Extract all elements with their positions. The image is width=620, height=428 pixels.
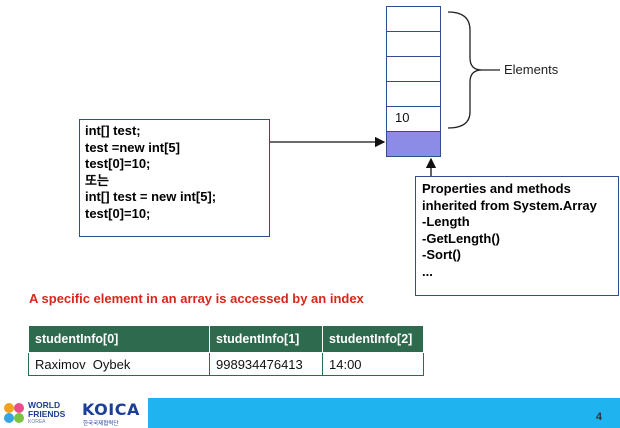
prop-line: Properties and methods <box>422 181 571 196</box>
array-cell-value: 10 <box>395 110 410 125</box>
array-memory-stack: 10 <box>386 6 441 157</box>
prop-line: inherited from System.Array <box>422 197 597 213</box>
prop-line: -Sort() <box>422 247 461 262</box>
array-reference-cell <box>386 131 441 157</box>
index-access-caption: A specific element in an array is access… <box>29 291 364 306</box>
koica-logo-sub: 한국국제협력단 <box>83 421 119 427</box>
code-line: test[0]=10; <box>85 205 151 221</box>
world-friends-logo-sub: KOREA <box>28 419 46 425</box>
elements-label: Elements <box>504 62 559 77</box>
code-line: 또는 <box>85 172 109 188</box>
table-header-cell: studentInfo[2] <box>322 325 424 353</box>
code-line: test =new int[5] <box>85 139 180 155</box>
footer-bar <box>148 398 620 428</box>
table-cell: Raximov Oybek <box>28 352 210 376</box>
prop-line: -Length <box>422 214 470 229</box>
prop-line: ... <box>422 263 433 279</box>
table-header-cell: studentInfo[1] <box>209 325 323 353</box>
table-cell: 14:00 <box>322 352 424 376</box>
prop-line: -GetLength() <box>422 230 500 246</box>
world-friends-logo: WORLD FRIENDS KOREA <box>0 398 72 428</box>
world-friends-emblem-icon <box>4 403 24 423</box>
table-header-row: studentInfo[0] studentInfo[1] studentInf… <box>28 325 424 353</box>
array-cell-1 <box>386 31 441 57</box>
elements-brace <box>447 11 483 129</box>
code-line: test[0]=10; <box>85 156 151 171</box>
table-row: Raximov Oybek 998934476413 14:00 <box>28 352 424 376</box>
world-friends-logo-text: WORLD FRIENDS <box>28 400 66 419</box>
table-header-cell: studentInfo[0] <box>28 325 210 353</box>
student-info-table: studentInfo[0] studentInfo[1] studentInf… <box>28 325 424 376</box>
page-number: 4 <box>595 411 602 423</box>
array-properties-box: Properties and methods inherited from Sy… <box>415 176 619 296</box>
array-cell-3 <box>386 81 441 107</box>
code-box: int[] test; test =new int[5] test[0]=10;… <box>79 119 270 237</box>
code-line: int[] test; <box>85 123 141 138</box>
koica-logo-text: KOICA <box>82 400 140 419</box>
table-cell: 998934476413 <box>209 352 323 376</box>
koica-logo: KOICA 한국국제협력단 <box>80 400 142 428</box>
code-line: int[] test = new int[5]; <box>85 189 217 204</box>
array-cell-4: 10 <box>386 106 441 132</box>
